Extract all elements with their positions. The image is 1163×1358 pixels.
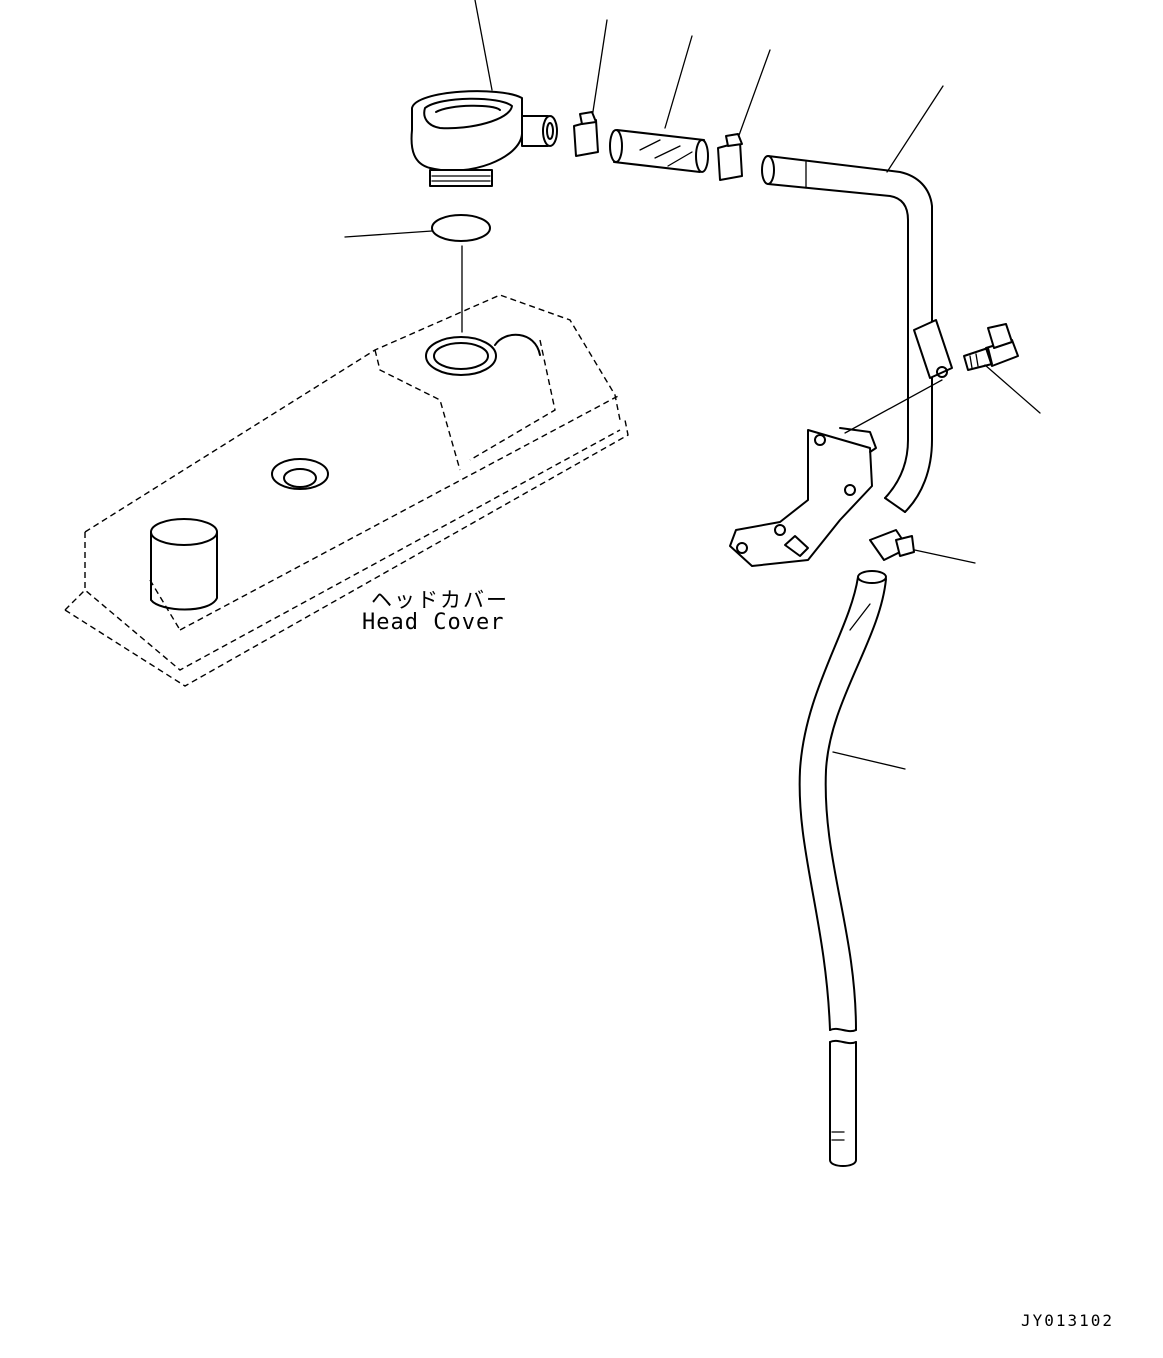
- breather-tube: [761, 155, 953, 513]
- hose-clamp-1: [573, 111, 599, 157]
- head-cover-label-en: Head Cover: [362, 610, 505, 635]
- o-ring: [431, 214, 491, 242]
- hose-clamp-2: [717, 133, 743, 181]
- leader-lines: [344, 0, 1041, 770]
- drawing-code: JY013102: [1021, 1311, 1115, 1330]
- rubber-hose: [609, 129, 709, 173]
- mounting-bolt: [963, 323, 1019, 371]
- drain-hose: [798, 570, 887, 1167]
- tube-bracket: [729, 427, 877, 567]
- breather-cap: [410, 90, 558, 187]
- head-cover: [64, 294, 629, 687]
- head-cover-label-jp: ヘッドカバー: [371, 588, 509, 612]
- hose-clamp-3: [869, 529, 915, 561]
